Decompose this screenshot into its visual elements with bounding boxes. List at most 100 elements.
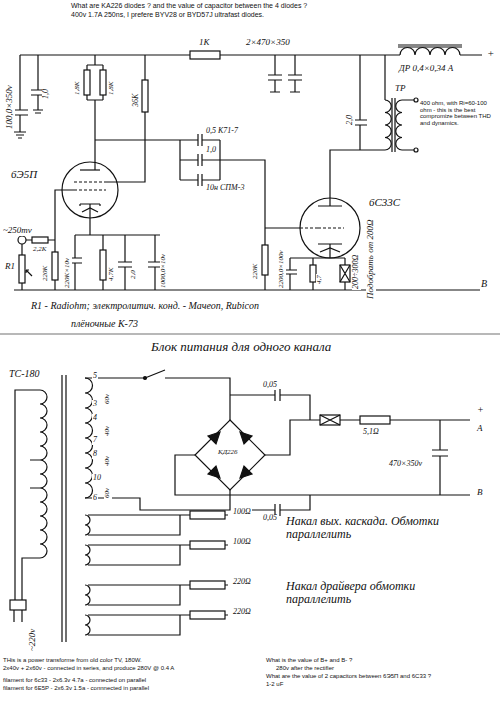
- schematic-stroke: [15, 390, 40, 600]
- part-label: 200÷300Ω: [352, 254, 361, 290]
- schematic-stroke: [88, 545, 228, 565]
- rectifier: [85, 370, 470, 516]
- part-label: 100Ω: [232, 538, 252, 547]
- schematic-stroke: [30, 460, 40, 488]
- part-label: 220K: [252, 263, 260, 280]
- schematic-stroke: [85, 515, 90, 635]
- part-label: 1,0: [205, 146, 217, 155]
- schematic-stroke: [26, 239, 55, 240]
- schematic-stroke: [402, 100, 414, 150]
- part-label: 470×350v: [388, 460, 423, 469]
- schematic-stroke: [95, 140, 220, 180]
- part-label: 10н СПМ-3: [205, 184, 245, 193]
- schematic-stroke: [106, 112, 145, 182]
- schematic-stroke: [74, 189, 106, 190]
- schematic-stroke: [288, 55, 302, 92]
- schematic-stroke: [392, 98, 395, 152]
- note-text: 400 ohm, with Ri=60-100 ohm - this is th…: [419, 100, 497, 126]
- schematic-stroke: [55, 190, 74, 240]
- schematic-stroke: [220, 160, 300, 245]
- part-label: Накал вых. каскада. Обмотки параллелить: [285, 515, 477, 541]
- note-text: What is the value of B+ and B- ?: [265, 657, 353, 664]
- part-label: 8: [92, 450, 98, 459]
- part-label: 100,0×350v: [5, 84, 15, 130]
- schematic-stroke: [385, 100, 391, 150]
- part-label: 6Э5П: [10, 168, 38, 180]
- schematic-stroke: [320, 415, 340, 425]
- note-text: 280v after the rectifier: [275, 665, 335, 672]
- part-label: Блок питания для одного канала: [150, 340, 332, 354]
- schematic-stroke: [312, 258, 313, 290]
- part-label: ДР 0,4×0,34 A: [398, 64, 454, 74]
- part-label: 2200,0×100v: [278, 249, 286, 289]
- schematic-stroke: [320, 415, 340, 425]
- capacitor-symbol: [12, 55, 367, 150]
- schematic-stroke: [432, 420, 448, 495]
- part-label: 5: [92, 372, 98, 381]
- part-label: 60v: [104, 487, 112, 499]
- schematic-stroke: [100, 70, 106, 95]
- schematic-stroke: [384, 55, 385, 100]
- schematic-stroke: [54, 240, 55, 252]
- part-label: 220K: [42, 265, 50, 282]
- part-label: Накал драйвера обмотки параллелить: [285, 580, 477, 606]
- schematic-stroke: [88, 515, 228, 535]
- schematic-stroke: [264, 275, 265, 290]
- note-text: filament for 6c33 - 2x6.3v 4.7a - connec…: [2, 677, 147, 684]
- schematic-stroke: [190, 541, 225, 549]
- part-label: 40v: [104, 455, 112, 467]
- anode-resistors: [84, 55, 106, 170]
- schematic-stroke: [300, 198, 360, 258]
- schematic-stroke: [414, 98, 418, 102]
- part-label: 2,2K: [32, 246, 47, 254]
- part-label: ТС-180: [8, 368, 41, 379]
- part-label: 1,0: [42, 88, 51, 100]
- part-label: 3: [92, 400, 98, 409]
- schematic-stroke: [74, 181, 106, 182]
- schematic-stroke: [300, 227, 344, 228]
- schematic-stroke: [88, 585, 228, 605]
- schematic-stroke: [32, 237, 48, 243]
- part-label: 100Ω: [232, 508, 252, 517]
- tube-6e5p: [55, 55, 148, 240]
- schematic-stroke: [80, 169, 100, 170]
- part-label: TP: [394, 84, 407, 94]
- schematic-stroke: [190, 611, 225, 619]
- note-text: filament for 6E5P - 2x6.3v 1.5a - connne…: [2, 685, 150, 692]
- schematic-stroke: [40, 390, 47, 558]
- schematic-stroke: [89, 204, 90, 235]
- schematic-stroke: [340, 265, 350, 282]
- schematic-stroke: [21, 283, 22, 290]
- schematic-stroke: [10, 600, 26, 610]
- note-text: 2x40v + 2x60v - connected in series, and…: [2, 665, 175, 672]
- note-text: 400v 1.7A 250ns, I prefere BYV28 or BYD5…: [70, 11, 402, 19]
- schematic-stroke: [26, 270, 32, 276]
- schematic-stroke: [144, 55, 145, 80]
- choke-symbol: [400, 48, 460, 56]
- part-label: A: [476, 424, 484, 434]
- part-label: Подобрать от 200Ω: [366, 219, 376, 300]
- note-text: THis is a power transforme from old colo…: [2, 657, 143, 664]
- schematic-stroke: [198, 134, 202, 186]
- schematic-stroke: [75, 234, 160, 235]
- schematic-stroke: [14, 610, 22, 622]
- part-label: 220Ω: [232, 578, 252, 587]
- schematic-stroke: [102, 235, 103, 290]
- part-label: 6С33С: [368, 196, 401, 208]
- part-label: 5,1Ω: [362, 428, 380, 437]
- input-stage: [14, 235, 480, 290]
- note-text: 1-2 uF: [265, 681, 284, 688]
- part-label: 4,7K: [108, 267, 116, 282]
- part-label: 2×470×350: [245, 38, 291, 48]
- schematic-stroke: [230, 389, 310, 420]
- power-transformer: [10, 375, 93, 642]
- part-label: 60v: [104, 393, 112, 405]
- part-label: 10: [92, 474, 102, 483]
- schematic-stroke: [31, 55, 45, 113]
- part-label: 1,8K: [108, 81, 116, 96]
- part-label: 1,8K: [74, 81, 82, 96]
- part-label: плёночные К-73: [70, 318, 139, 329]
- note-text: What are the value of 2 capacitors betwe…: [265, 673, 497, 680]
- part-label: R1 - Radiohm; электролитич. конд. - Маче…: [30, 300, 332, 311]
